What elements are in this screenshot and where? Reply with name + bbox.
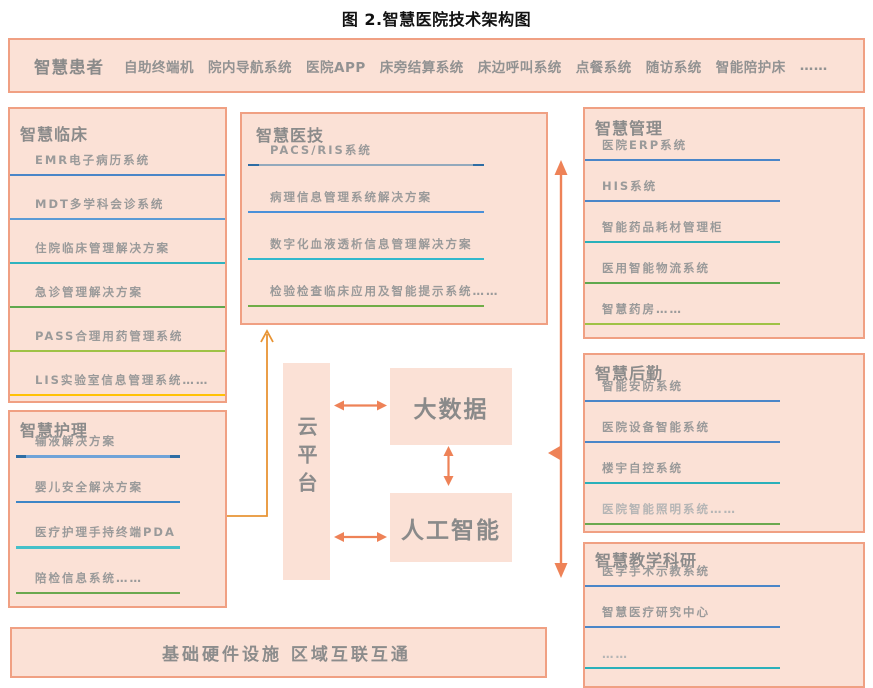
- list-item: 医院智能照明系统……: [585, 484, 863, 525]
- block-label: 云平台: [294, 415, 318, 500]
- panel-smart-management: 智慧管理 医院ERP系统 HIS系统 智能药品耗材管理柜 医用智能物流系统 智慧…: [583, 107, 865, 339]
- underline: [585, 440, 780, 443]
- panel-smart-logistics: 智慧后勤 智能安防系统 医院设备智能系统 楼宇自控系统 医院智能照明系统……: [583, 353, 865, 533]
- arrow-nursing-to-medtech: [227, 329, 274, 517]
- patient-item: 床边呼叫系统: [477, 59, 562, 76]
- patient-item: 智能陪护床: [715, 59, 786, 76]
- underline: [16, 591, 180, 594]
- underline: [585, 281, 780, 284]
- list-item: ……: [585, 628, 863, 669]
- panel-title: 智慧教学科研: [595, 551, 698, 570]
- list-item: 智能安防系统: [585, 361, 863, 402]
- list-item: 婴儿安全解决方案: [10, 458, 225, 503]
- underline: [585, 625, 780, 628]
- underline: [248, 304, 484, 307]
- underline: [16, 500, 180, 503]
- list-item: PASS合理用药管理系统: [10, 308, 225, 352]
- underline: [10, 217, 225, 220]
- underline: [248, 257, 484, 260]
- arrow-core-right-vertical: [548, 160, 568, 578]
- underline: [248, 210, 484, 213]
- panel-title: 智慧护理: [20, 421, 89, 440]
- block-cloud-platform: 云平台: [283, 363, 330, 580]
- list-item: LIS实验室信息管理系统……: [10, 352, 225, 396]
- underline: [585, 584, 780, 587]
- panel-smart-research: 智慧教学科研 医学手术示教系统 智慧医疗研究中心 ……: [583, 542, 865, 688]
- patient-item: ……: [799, 57, 828, 74]
- underline: [248, 163, 484, 166]
- list-item: 输液解决方案: [10, 412, 225, 458]
- list-item: 智慧医疗研究中心: [585, 587, 863, 628]
- list-item: 检验检查临床应用及智能提示系统……: [242, 260, 546, 307]
- panel-smart-clinical: 智慧临床 EMR电子病历系统 MDT多学科会诊系统 住院临床管理解决方案 急诊管…: [8, 107, 227, 403]
- patient-item: 随访系统: [645, 59, 702, 76]
- block-label: 大数据: [413, 396, 489, 423]
- patient-item: 床旁结算系统: [379, 59, 464, 76]
- list-item: 医疗护理手持终端PDA: [10, 503, 225, 549]
- list-item: 急诊管理解决方案: [10, 264, 225, 308]
- underline: [10, 261, 225, 264]
- patient-item: 点餐系统: [575, 59, 632, 76]
- panel-smart-nursing: 智慧护理 输液解决方案 婴儿安全解决方案 医疗护理手持终端PDA 陪检信息系统……: [8, 410, 227, 608]
- underline: [585, 199, 780, 202]
- panel-title: 智慧后勤: [595, 364, 664, 383]
- list-item: 医学手术示教系统: [585, 546, 863, 587]
- list-item: 医院ERP系统: [585, 120, 863, 161]
- underline: [585, 481, 780, 484]
- list-item: MDT多学科会诊系统: [10, 176, 225, 220]
- panel-smart-medtech: 智慧医技 PACS/RIS系统 病理信息管理系统解决方案 数字化血液透析信息管理…: [240, 112, 548, 325]
- underline: [585, 522, 780, 525]
- underline: [585, 666, 780, 669]
- list-item: 医用智能物流系统: [585, 243, 863, 284]
- arrow-cloud-bigdata: [334, 400, 387, 411]
- arrow-cloud-ai: [334, 532, 387, 542]
- figure-title: 图 2.智慧医院技术架构图: [341, 10, 532, 29]
- list-item: 医院设备智能系统: [585, 402, 863, 443]
- list-item: 智能药品耗材管理柜: [585, 202, 863, 243]
- underline: [10, 173, 225, 176]
- underline: [585, 240, 780, 243]
- list-item: 住院临床管理解决方案: [10, 220, 225, 264]
- list-item: EMR电子病历系统: [10, 132, 225, 176]
- panel-smart-patient: 智慧患者 自助终端机 院内导航系统 医院APP 床旁结算系统 床边呼叫系统 点餐…: [8, 38, 865, 93]
- patient-item: 自助终端机: [124, 59, 194, 76]
- underline: [16, 455, 180, 458]
- list-item: 病理信息管理系统解决方案: [242, 166, 546, 213]
- block-artificial-intelligence: 人工智能: [390, 493, 512, 562]
- list-item: 楼宇自控系统: [585, 443, 863, 484]
- block-label: 人工智能: [401, 517, 501, 544]
- list-item: 智慧药房……: [585, 284, 863, 325]
- underline: [10, 305, 225, 308]
- panel-title: 基础硬件设施 区域互联互通: [162, 645, 411, 665]
- underline: [585, 399, 780, 402]
- underline: [585, 322, 780, 325]
- block-big-data: 大数据: [390, 368, 512, 445]
- panel-title: 智慧医技: [256, 126, 325, 145]
- panel-title: 智慧患者: [34, 57, 104, 77]
- panel-infrastructure: 基础硬件设施 区域互联互通: [10, 627, 547, 678]
- underline: [585, 158, 780, 161]
- list-item: 数字化血液透析信息管理解决方案: [242, 213, 546, 260]
- list-item: HIS系统: [585, 161, 863, 202]
- list-item: PACS/RIS系统: [242, 119, 546, 166]
- underline: [10, 349, 225, 352]
- patient-item: 医院APP: [306, 59, 366, 76]
- list-item: 陪检信息系统……: [10, 549, 225, 594]
- arrow-bigdata-ai: [443, 446, 454, 486]
- patient-item: 院内导航系统: [208, 59, 292, 76]
- panel-title: 智慧临床: [20, 125, 89, 144]
- underline: [16, 546, 180, 549]
- panel-title: 智慧管理: [595, 119, 664, 138]
- underline: [10, 393, 225, 396]
